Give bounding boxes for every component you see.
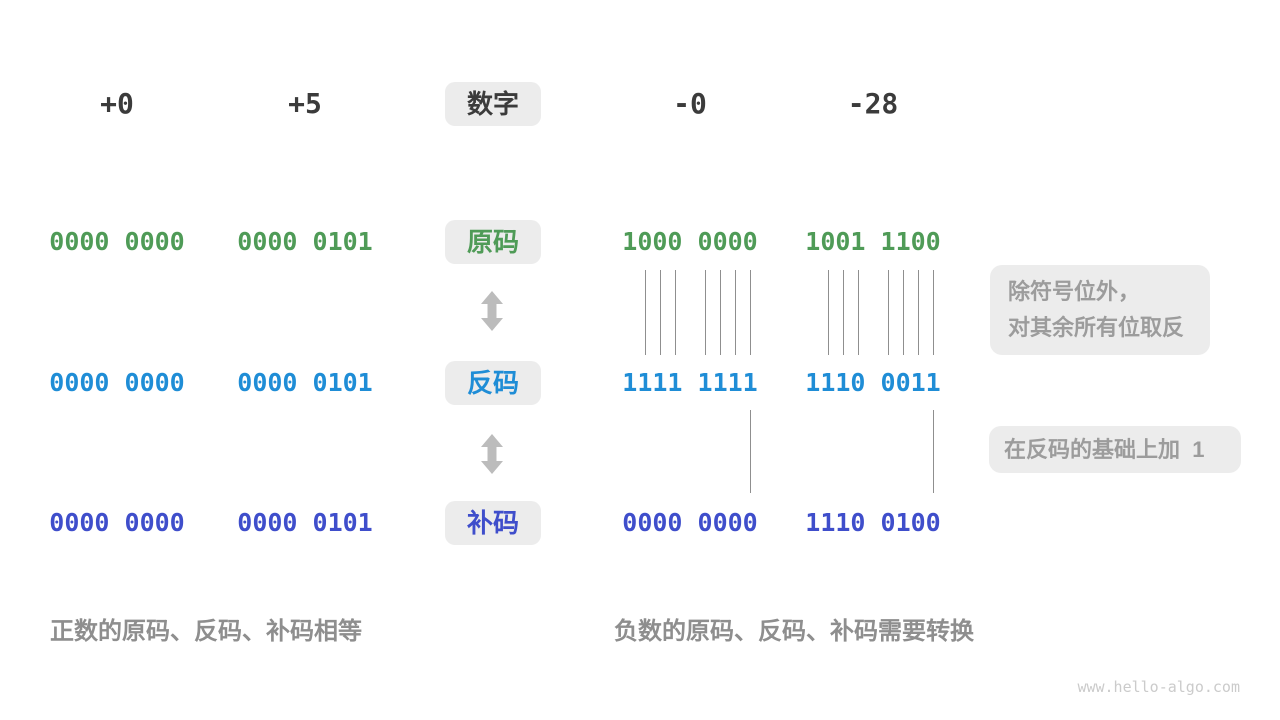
ones-complement-chip: 反码 [445,361,541,405]
digit-header-chip: 数字 [445,82,541,126]
ones-complement-value: 0000 0101 [237,368,373,397]
updown-arrow-icon [481,291,503,331]
ones-complement-value: 0000 0000 [49,368,185,397]
number-label-minus0: -0 [673,87,707,120]
invert-bits-note: 除符号位外， 对其余所有位取反 [990,265,1210,355]
twos-complement-chip: 补码 [445,501,541,545]
bit-line [750,410,751,493]
twos-complement-value: 1110 0100 [805,508,941,537]
bit-line [858,270,859,355]
sign-magnitude-value: 1000 0000 [622,227,758,256]
positive-caption: 正数的原码、反码、补码相等 [50,618,362,645]
bit-line [933,270,934,355]
bit-line [735,270,736,355]
bit-line [903,270,904,355]
invert-bits-note-line1: 除符号位外， [1008,279,1141,304]
bit-line [645,270,646,355]
twos-complement-value: 0000 0000 [622,508,758,537]
bit-line [828,270,829,355]
bit-line [843,270,844,355]
ones-complement-value: 1110 0011 [805,368,941,397]
ones-complement-value: 1111 1111 [622,368,758,397]
updown-arrow-icon [481,434,503,474]
sign-magnitude-value: 1001 1100 [805,227,941,256]
bit-line [675,270,676,355]
bit-line [750,270,751,355]
sign-magnitude-value: 0000 0000 [49,227,185,256]
bit-line [660,270,661,355]
bit-line [720,270,721,355]
site-watermark: www.hello-algo.com [1077,678,1240,696]
twos-complement-value: 0000 0000 [49,508,185,537]
number-label-plus5: +5 [288,87,322,120]
bit-line [705,270,706,355]
number-label-minus28: -28 [847,87,899,120]
add-one-note: 在反码的基础上加 1 [989,426,1241,473]
bit-line [933,410,934,493]
negative-caption: 负数的原码、反码、补码需要转换 [614,618,974,645]
invert-bits-note-line2: 对其余所有位取反 [1008,315,1185,340]
sign-magnitude-chip: 原码 [445,220,541,264]
bit-line [888,270,889,355]
number-label-plus0: +0 [100,87,134,120]
sign-magnitude-value: 0000 0101 [237,227,373,256]
twos-complement-value: 0000 0101 [237,508,373,537]
bit-line [918,270,919,355]
